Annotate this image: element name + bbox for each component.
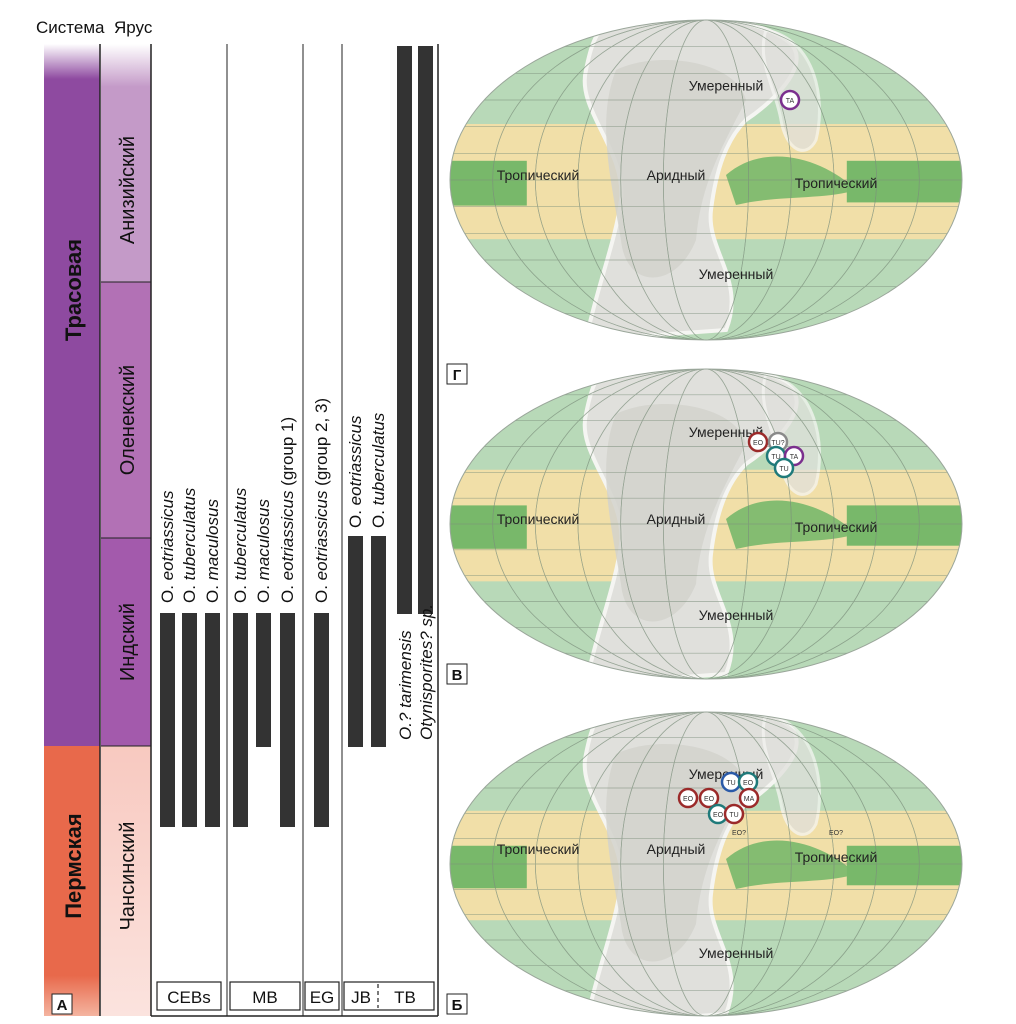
occurrence-code: EO	[683, 796, 694, 803]
basin-label-cebs: CEBs	[167, 988, 210, 1007]
occurrence-code: TU	[779, 466, 788, 473]
tropical-label-west: Тропический	[497, 511, 580, 527]
range-bar	[418, 46, 433, 614]
occurrence-marker	[723, 803, 745, 825]
tropical-label-east: Тропический	[795, 849, 878, 865]
panel-letter-b-box	[446, 993, 468, 1015]
basin-label-tb: TB	[394, 988, 416, 1007]
stage-anisian-label: Анизийский	[117, 136, 139, 244]
stage-olenekian-block	[101, 282, 151, 538]
tropical-label-west: Тропический	[497, 167, 580, 183]
panel-letter-v-box	[446, 663, 468, 685]
occurrence-code: TU	[729, 812, 738, 819]
arid-zone	[606, 60, 746, 278]
taxon-label: O. tuberculatus	[180, 487, 199, 603]
system-permian-label: Пермская	[61, 813, 86, 919]
taxon-label: O. maculosus	[203, 499, 222, 603]
range-bar	[205, 613, 220, 827]
temperate-label-north: Умеренный	[689, 77, 764, 93]
tropical-label-west: Тропический	[497, 841, 580, 857]
arid-label: Аридный	[647, 167, 706, 183]
occurrence-marker	[747, 431, 769, 453]
panel-letter-g: Г	[453, 367, 462, 384]
range-bar	[280, 613, 295, 827]
tropical-label-east: Тропический	[795, 519, 878, 535]
basin-box-eg	[304, 981, 340, 1011]
stratigraphic-chart: Система Ярус Трасовая Пермская Анизийски…	[36, 18, 439, 1017]
taxon-label: O. maculosus	[254, 499, 273, 603]
panel-letter-a-box	[51, 993, 73, 1015]
stage-changhsingian-label: Чансинский	[117, 822, 139, 931]
stage-header: Ярус	[114, 18, 153, 37]
arid-zone	[606, 404, 746, 622]
temperate-label-south: Умеренный	[699, 607, 774, 623]
range-bar	[256, 613, 271, 747]
occurrence-code: EO	[743, 780, 754, 787]
taxon-label: O. tuberculatus	[231, 487, 250, 603]
system-permian-block	[44, 746, 100, 1016]
basin-box-jb-tb	[343, 981, 435, 1011]
stage-changhsingian-block	[101, 746, 151, 1016]
basin-label-jb: JB	[351, 988, 371, 1007]
range-bar	[371, 536, 386, 747]
panel-letter-g-box	[446, 363, 468, 385]
stage-induan-label: Индский	[117, 603, 139, 681]
taxon-label: O. eotriassicus	[346, 415, 365, 528]
occurrence-code: TU?	[771, 440, 784, 447]
occurrence-code: EO?	[732, 830, 746, 837]
occurrence-code: EO	[753, 440, 764, 447]
occurrence-code: TA	[786, 98, 795, 105]
occurrence-marker	[779, 89, 801, 111]
basin-label-eg: EG	[310, 988, 335, 1007]
taxon-label: Otynisporites? sp.	[417, 604, 436, 740]
basin-label-mb: MB	[252, 988, 278, 1007]
system-triassic-label: Трасовая	[61, 239, 86, 341]
panel-letter-v: В	[452, 667, 463, 684]
basin-box-cebs	[156, 981, 222, 1011]
occurrence-code: EO	[713, 812, 724, 819]
occurrence-code: EO	[704, 796, 715, 803]
occurrence-marker	[738, 787, 760, 809]
occurrence-code: TU	[771, 454, 780, 461]
occurrence-marker	[677, 787, 699, 809]
temperate-label-south: Умеренный	[699, 945, 774, 961]
occurrence-code: TA	[790, 454, 799, 461]
taxon-label: O.? tarimensis	[396, 630, 415, 740]
temperate-label-south: Умеренный	[699, 266, 774, 282]
system-triassic-block	[44, 44, 100, 746]
system-header: Система	[36, 18, 105, 37]
basin-box-mb	[229, 981, 301, 1011]
temperate-label-north: Умеренный	[689, 424, 764, 440]
taxon-label: O. eotriassicus (group 2, 3)	[312, 398, 331, 603]
arid-label: Аридный	[647, 511, 706, 527]
occurrence-code: MA	[744, 796, 755, 803]
range-bar	[314, 613, 329, 827]
range-bar	[160, 613, 175, 827]
occurrence-code: EO?	[829, 830, 843, 837]
taxon-label: O. tuberculatus	[369, 412, 388, 528]
stage-induan-block	[101, 538, 151, 746]
occurrence-code: TU	[726, 780, 735, 787]
panel-letter-b: Б	[452, 997, 463, 1014]
taxon-label: O. eotriassicus (group 1)	[278, 417, 297, 603]
range-bar	[182, 613, 197, 827]
occurrence-marker	[698, 787, 720, 809]
arid-label: Аридный	[647, 841, 706, 857]
tropical-label-east: Тропический	[795, 175, 878, 191]
map-panel-b: УмеренныйТропическийАридныйТропическийУм…	[449, 711, 963, 1017]
range-bar	[348, 536, 363, 747]
range-bar	[397, 46, 412, 614]
range-bar	[233, 613, 248, 827]
panel-letter-a: А	[57, 997, 68, 1014]
stage-anisian-block	[101, 44, 151, 282]
stage-olenekian-label: Оленекский	[117, 365, 139, 475]
taxon-label: O. eotriassicus	[158, 490, 177, 603]
occurrence-marker	[773, 457, 795, 479]
